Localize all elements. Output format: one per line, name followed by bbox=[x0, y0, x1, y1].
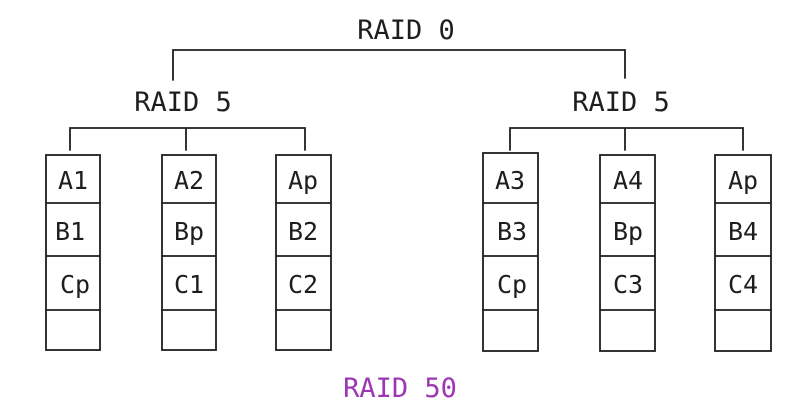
disk-frame bbox=[482, 152, 539, 352]
disk-cell: C4 bbox=[728, 270, 758, 299]
disk-a2: A2 Bp C1 bbox=[161, 154, 217, 351]
raid5-left-label: RAID 5 bbox=[134, 87, 232, 118]
disk-cell: Ap bbox=[728, 166, 758, 195]
disk-cell: B3 bbox=[497, 217, 527, 246]
disk-cell: A1 bbox=[58, 166, 88, 195]
disk-cell: Cp bbox=[497, 270, 527, 299]
disk-cell: B1 bbox=[55, 217, 85, 246]
connectors bbox=[69, 49, 744, 151]
disk-cell: B2 bbox=[288, 217, 318, 246]
raid5-right-label: RAID 5 bbox=[572, 87, 670, 118]
disk-a1: A1 B1 Cp bbox=[45, 154, 101, 351]
disk-frame bbox=[599, 154, 656, 352]
disk-cell: A4 bbox=[613, 166, 643, 195]
disk-cell: C2 bbox=[288, 270, 318, 299]
disk-a3: A3 B3 Cp bbox=[482, 152, 539, 352]
disk-frame bbox=[275, 154, 332, 351]
disk-cell: C1 bbox=[174, 270, 204, 299]
raid5-left-group: A1 B1 Cp A2 Bp C1 Ap B2 C2 bbox=[45, 154, 332, 351]
raid5-right-group: A3 B3 Cp A4 Bp C3 Ap B4 C4 bbox=[482, 152, 772, 352]
raid50-caption: RAID 50 bbox=[343, 373, 457, 404]
raid0-label: RAID 0 bbox=[357, 15, 455, 46]
disk-cell: A3 bbox=[495, 166, 525, 195]
disk-cell: Cp bbox=[60, 270, 90, 299]
disk-cell: Ap bbox=[288, 166, 318, 195]
disk-cell: Bp bbox=[613, 217, 643, 246]
disk-ap-left: Ap B2 C2 bbox=[275, 154, 332, 351]
raid5-left-bracket bbox=[69, 127, 306, 151]
raid5-right-bracket bbox=[509, 127, 744, 151]
disk-cell: A2 bbox=[174, 166, 204, 195]
disk-a4: A4 Bp C3 bbox=[599, 154, 656, 352]
disk-frame bbox=[161, 154, 217, 351]
disk-cell: C3 bbox=[613, 270, 643, 299]
disk-ap-right: Ap B4 C4 bbox=[714, 154, 772, 352]
raid0-bracket bbox=[172, 49, 626, 81]
disk-cell: B4 bbox=[728, 217, 758, 246]
disk-frame bbox=[714, 154, 772, 352]
disk-cell: Bp bbox=[174, 217, 204, 246]
disk-frame bbox=[45, 154, 101, 351]
